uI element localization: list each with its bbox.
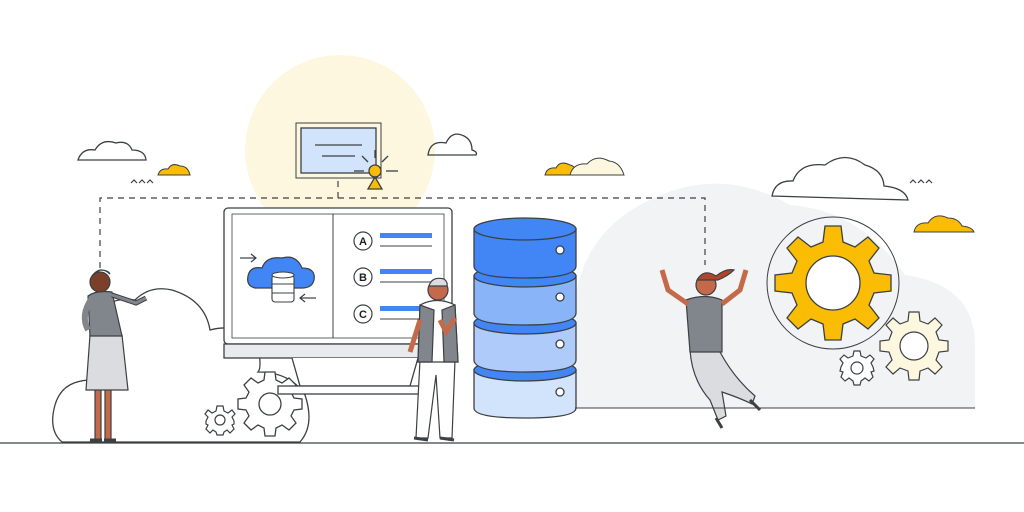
birds-left-icon — [130, 179, 154, 184]
person-right-jumping — [659, 269, 762, 429]
cloud-outline-top-icon — [427, 133, 478, 156]
cloud-outline-right-icon — [771, 156, 909, 201]
cloud-outline-left-icon — [77, 140, 147, 161]
certificate-icon — [295, 122, 382, 179]
gear-orbit-ring — [766, 216, 900, 350]
option-b: B — [353, 267, 432, 287]
gear-icon — [237, 371, 303, 437]
sparkle-icon — [354, 150, 398, 190]
person-middle-thinking — [407, 277, 459, 442]
arrow-left-icon — [299, 293, 316, 303]
person-left-presenting — [81, 269, 148, 442]
option-a: A — [353, 231, 432, 251]
arrow-right-icon — [240, 253, 257, 263]
database-icon — [473, 217, 577, 419]
option-a-label: A — [359, 236, 367, 248]
yellow-cloud-right-icon — [913, 215, 975, 233]
dashed-connector-lines — [99, 178, 706, 290]
option-c: C — [353, 304, 432, 324]
pale-cloud-middle-icon — [569, 157, 625, 176]
birds-right-icon — [909, 179, 933, 184]
option-c-label: C — [359, 309, 367, 321]
yellow-cloud-left-icon — [157, 164, 191, 176]
background-cloud-large-icon — [575, 183, 975, 408]
database-small-icon — [271, 271, 295, 303]
gear-large-yellow-icon — [774, 225, 892, 341]
option-list: A B C — [353, 231, 432, 324]
gear-small-left-icon — [204, 405, 236, 436]
gear-pale-right-icon — [879, 311, 949, 381]
gear-small-right-icon — [839, 350, 875, 386]
option-b-label: B — [359, 272, 367, 284]
